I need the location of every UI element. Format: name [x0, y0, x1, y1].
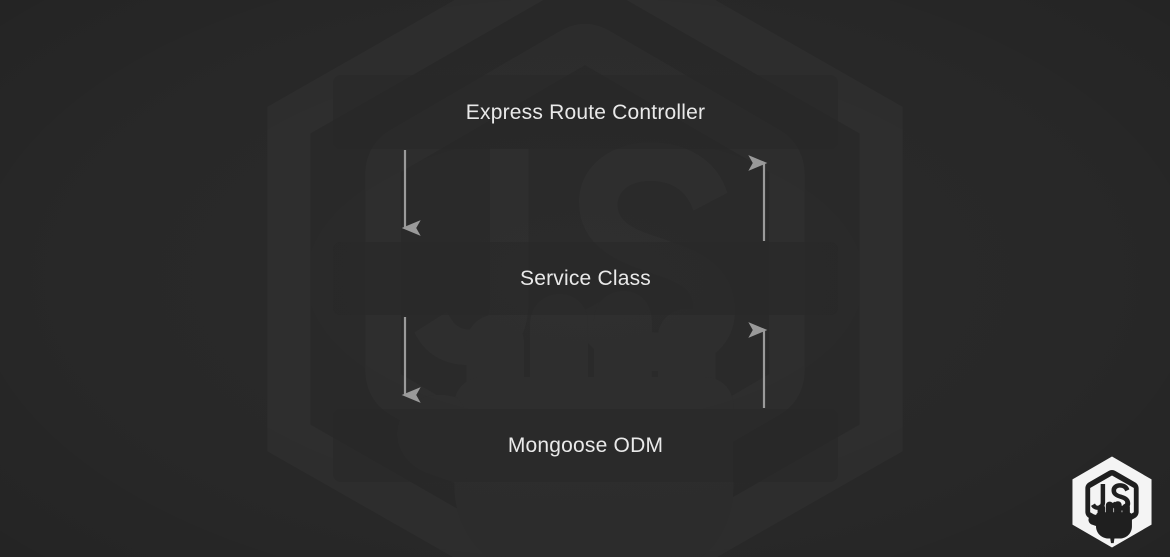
node-express-route-controller[interactable]: Express Route Controller	[333, 75, 838, 149]
node-label: Service Class	[520, 267, 651, 290]
js-fist-hexagon-logo-icon	[1072, 456, 1152, 548]
node-label: Mongoose ODM	[507, 434, 664, 457]
node-mongoose-odm[interactable]: Mongoose ODM	[333, 409, 838, 482]
node-service-class[interactable]: Service Class	[333, 242, 838, 315]
node-label: Express Route Controller	[465, 100, 706, 124]
